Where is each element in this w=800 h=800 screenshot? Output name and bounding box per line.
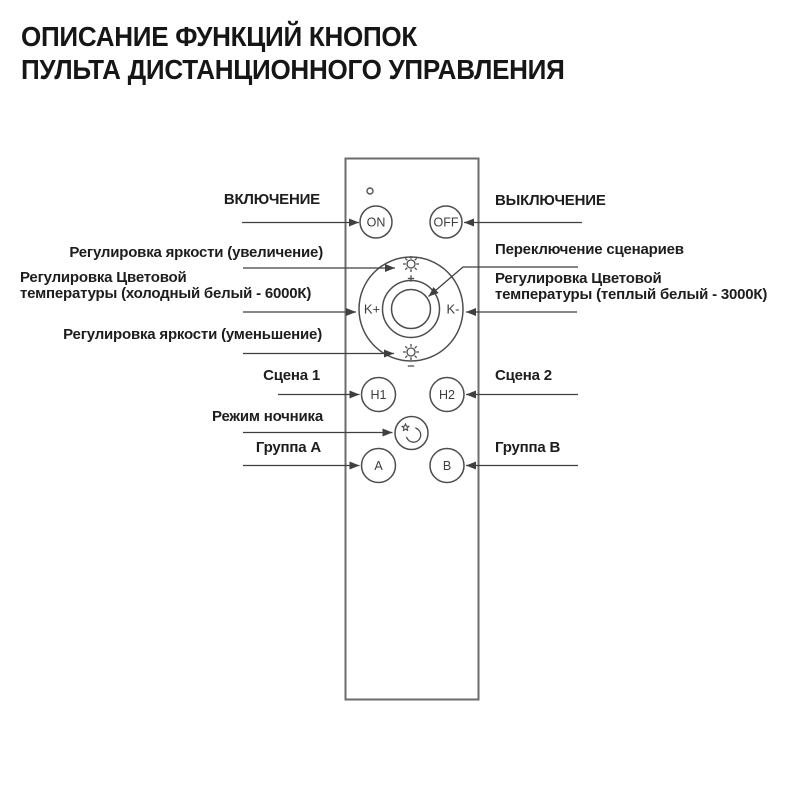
on-button: [359, 205, 393, 239]
label-scene-switch: Переключение сценариев: [495, 241, 684, 258]
label-color-temp-cold: Регулировка Цветовой температуры (холодн…: [20, 269, 312, 302]
h2-button-label: H2: [439, 388, 455, 402]
off-button-label: OFF: [434, 216, 459, 230]
group-a-button: [360, 447, 397, 484]
label-scene-1: Сцена 1: [263, 367, 320, 384]
label-brightness-up: Регулировка яркости (увеличение): [69, 244, 323, 261]
label-power-off: ВЫКЛЮЧЕНИЕ: [495, 192, 606, 209]
h1-button-label: H1: [371, 388, 387, 402]
label-power-on: ВКЛЮЧЕНИЕ: [223, 191, 320, 208]
off-button: [429, 205, 463, 239]
label-group-a: Группа A: [255, 439, 321, 456]
k-minus-label: K-: [447, 302, 460, 317]
group-b-button-label: B: [443, 459, 451, 473]
label-scene-2: Сцена 2: [495, 367, 552, 384]
label-brightness-down: Регулировка яркости (уменьшение): [63, 326, 322, 343]
label-group-b: Группа B: [495, 439, 561, 456]
k-plus-label: K+: [364, 302, 380, 317]
sun-minus-icon: [403, 344, 419, 367]
moon-star-icon: [401, 423, 422, 443]
h2-button: [429, 376, 465, 413]
label-color-temp-warm: Регулировка Цветовой температуры (теплый…: [495, 270, 768, 303]
connector-scene-switch: [428, 266, 578, 297]
on-button-label: ON: [367, 216, 386, 230]
led-dot-icon: [366, 187, 374, 195]
scene-center-button: [390, 288, 432, 330]
label-night-mode: Режим ночника: [212, 408, 323, 425]
group-a-button-label: A: [374, 459, 383, 473]
page-title: ОПИСАНИЕ ФУНКЦИЙ КНОПОК ПУЛЬТА ДИСТАНЦИО…: [21, 21, 565, 85]
sun-plus-icon: [403, 256, 419, 282]
h1-button: [360, 376, 397, 413]
group-b-button: [429, 447, 465, 484]
